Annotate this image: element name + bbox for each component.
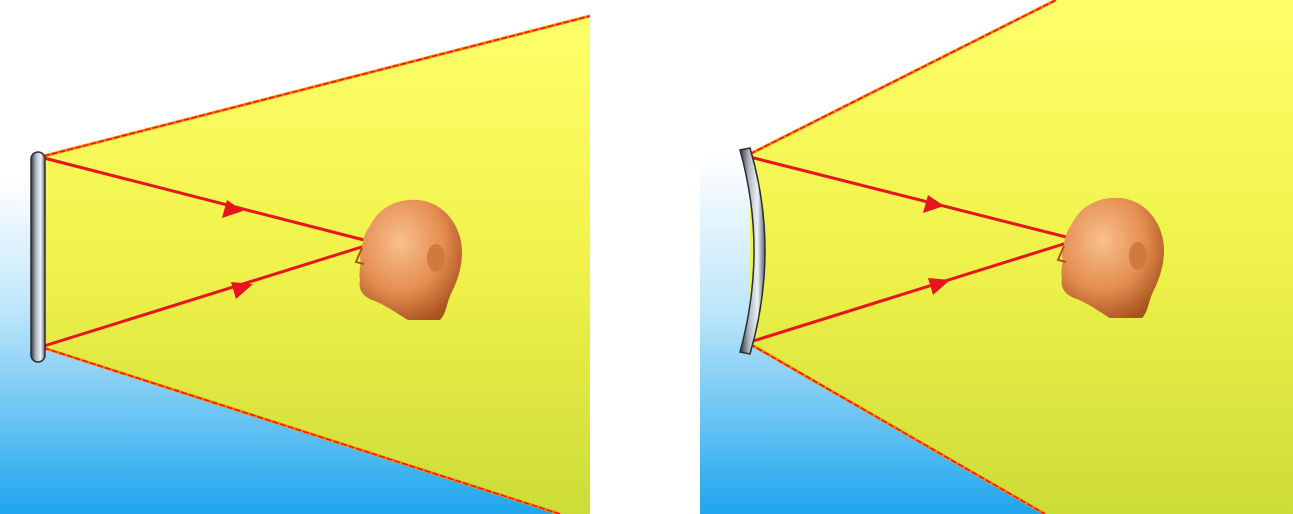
convex-mirror-panel <box>700 0 1293 514</box>
plane-mirror-diagram <box>0 0 590 514</box>
convex-mirror-diagram <box>700 0 1293 514</box>
plane-mirror-panel <box>0 0 590 514</box>
mirror-icon <box>31 152 45 362</box>
